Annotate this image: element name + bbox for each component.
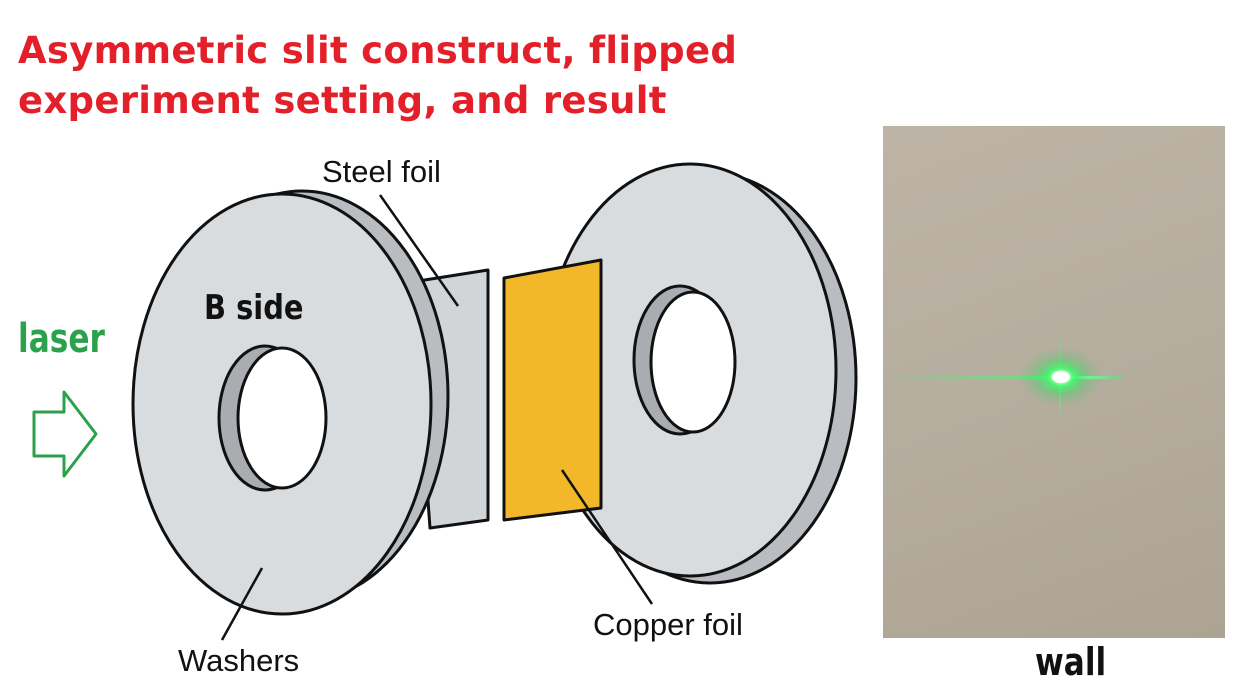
wall-label: wall: [1035, 640, 1107, 684]
steel-foil-leader: [378, 194, 460, 307]
title-line-1: Asymmetric slit construct, flipped: [18, 29, 738, 72]
figure-title: Asymmetric slit construct, flipped exper…: [18, 26, 737, 126]
steel-foil-label: Steel foil: [322, 154, 441, 189]
b-side-label: B side: [204, 288, 304, 328]
laser-spot: [883, 331, 1123, 426]
laser-arrow-icon: [32, 390, 98, 478]
washers-label: Washers: [178, 643, 300, 678]
slit-construct-diagram: [32, 162, 858, 641]
right-washer: [542, 162, 858, 585]
left-washer: [131, 189, 450, 616]
copper-foil-label: Copper foil: [593, 607, 743, 642]
washers-leader: [220, 567, 264, 641]
laser-label: laser: [18, 316, 105, 362]
copper-foil: [502, 258, 603, 522]
copper-foil-leader: [560, 469, 654, 605]
title-line-2: experiment setting, and result: [18, 79, 667, 122]
wall-photo: [883, 126, 1225, 638]
